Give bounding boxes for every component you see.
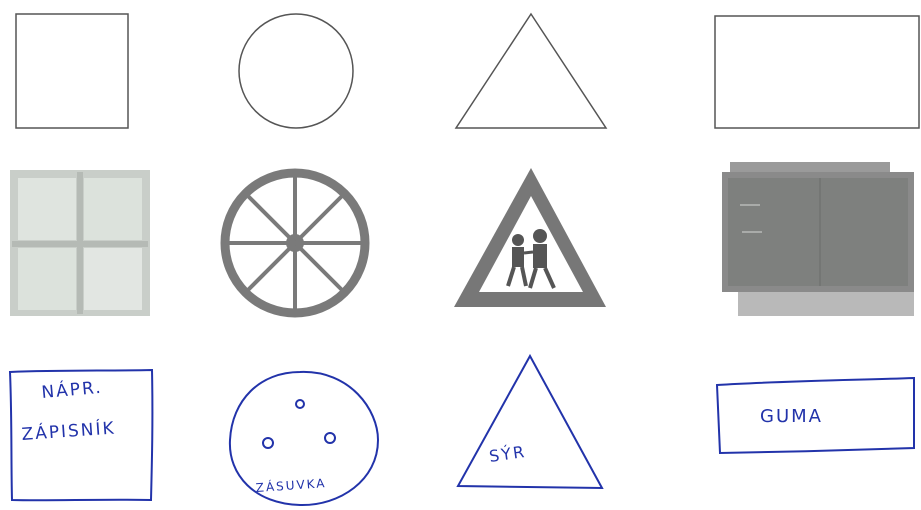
- chalkboard-photo: [722, 162, 914, 316]
- square-outline: [16, 14, 128, 128]
- handwritten-labels: NÁPR. ZÁPISNÍK ZÁSUVKA SÝR GUMA: [21, 376, 823, 495]
- label-rectangle: GUMA: [760, 406, 823, 427]
- row-photos: [10, 162, 914, 316]
- window-photo: [10, 170, 150, 316]
- triangle-outline: [456, 14, 606, 128]
- row-handwritten: [10, 356, 914, 505]
- handdrawn-triangle: [458, 356, 602, 488]
- rectangle-outline: [715, 16, 919, 128]
- circle-outline: [239, 14, 353, 128]
- label-square-line2: ZÁPISNÍK: [21, 416, 117, 445]
- row-geometric: [16, 14, 919, 128]
- label-square-line1: NÁPR.: [41, 376, 104, 403]
- children-crossing-sign: [454, 168, 606, 307]
- label-triangle: SÝR: [488, 442, 527, 466]
- label-circle: ZÁSUVKA: [255, 475, 327, 495]
- wheel-photo: [225, 173, 365, 313]
